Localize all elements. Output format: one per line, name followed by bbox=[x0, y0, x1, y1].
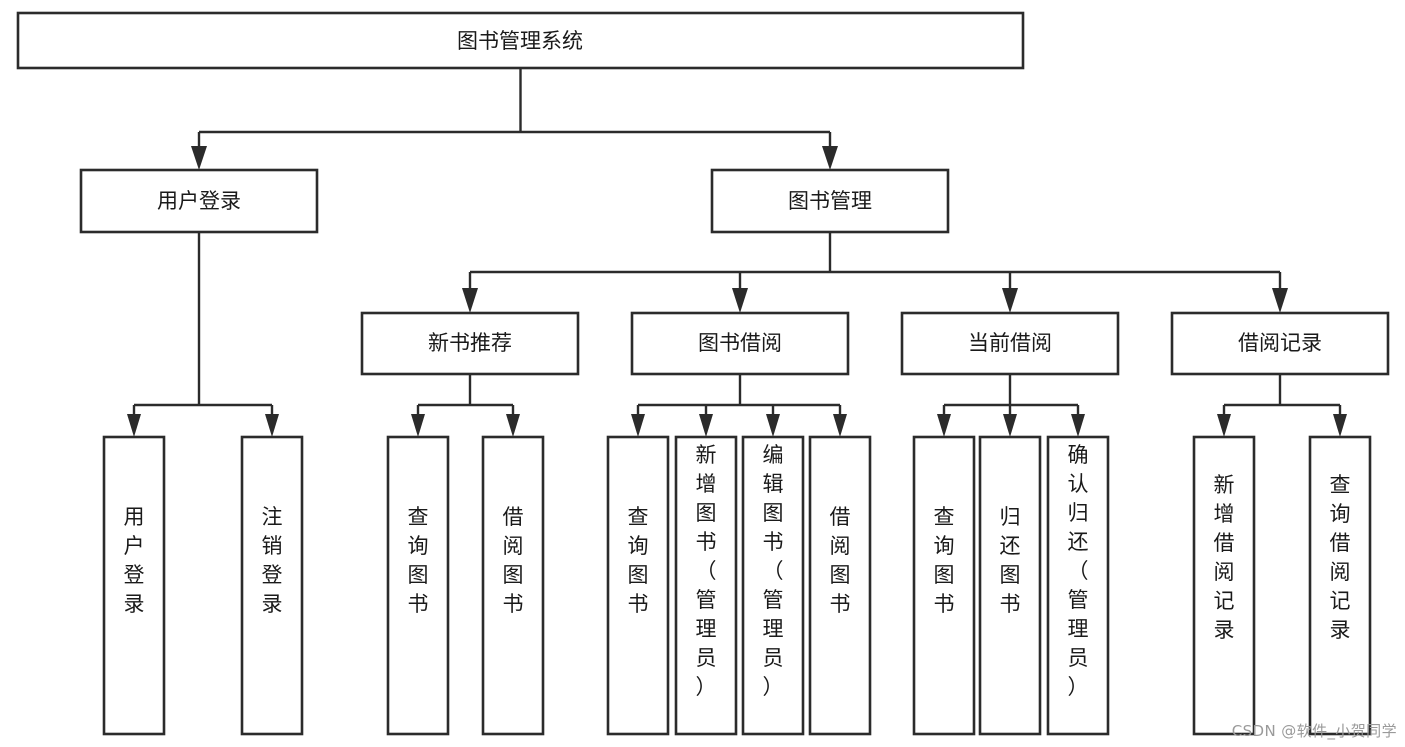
node-borrow-record[interactable]: 借阅记录 bbox=[1170, 311, 1390, 376]
arrow-head-leaf-borrow-book-1 bbox=[506, 414, 520, 437]
node-leaf-add-book[interactable]: 新增图书（管理员） bbox=[674, 435, 738, 736]
node-leaf-add-record-label: 新增借阅记录 bbox=[1214, 473, 1235, 642]
node-leaf-add-book-box[interactable] bbox=[674, 435, 738, 736]
connector-layer bbox=[127, 68, 1347, 437]
node-leaf-query-book-2-box[interactable] bbox=[606, 435, 670, 736]
arrow-head-leaf-confirm-return bbox=[1071, 414, 1085, 437]
node-root-box[interactable] bbox=[16, 11, 1025, 70]
arrow-head-leaf-return-book bbox=[1003, 414, 1017, 437]
node-borrow-record-box[interactable] bbox=[1170, 311, 1390, 376]
node-leaf-query-book-3-label: 查询图书 bbox=[934, 505, 955, 616]
node-leaf-query-book-3-box[interactable] bbox=[912, 435, 976, 736]
node-leaf-query-book-1-box[interactable] bbox=[386, 435, 450, 736]
arrow-head-leaf-borrow-book-2 bbox=[833, 414, 847, 437]
node-leaf-query-book-1-label: 查询图书 bbox=[408, 505, 429, 616]
node-leaf-edit-book-label: 编辑图书（管理员） bbox=[763, 443, 784, 699]
node-leaf-user-login-label: 用户登录 bbox=[124, 505, 145, 616]
node-leaf-query-record[interactable]: 查询借阅记录 bbox=[1308, 435, 1372, 736]
node-leaf-confirm-return-box[interactable] bbox=[1046, 435, 1110, 736]
node-leaf-borrow-book-1-box[interactable] bbox=[481, 435, 545, 736]
node-leaf-logout-box[interactable] bbox=[240, 435, 304, 736]
arrow-head-borrow-record bbox=[1272, 288, 1288, 313]
arrow-head-leaf-add-record bbox=[1217, 414, 1231, 437]
node-current-borrow[interactable]: 当前借阅 bbox=[900, 311, 1120, 376]
node-leaf-return-book-label: 归还图书 bbox=[1000, 505, 1021, 616]
node-user-login-label: 用户登录 bbox=[157, 189, 241, 213]
node-leaf-return-book-box[interactable] bbox=[978, 435, 1042, 736]
arrow-head-leaf-user-login bbox=[127, 414, 141, 437]
arrow-head-leaf-query-book-1 bbox=[411, 414, 425, 437]
node-leaf-edit-book-box[interactable] bbox=[741, 435, 805, 736]
node-leaf-add-book-label: 新增图书（管理员） bbox=[696, 443, 717, 699]
arrow-head-new-book-recommend bbox=[462, 288, 478, 313]
node-leaf-query-book-3[interactable]: 查询图书 bbox=[912, 435, 976, 736]
node-leaf-query-book-2[interactable]: 查询图书 bbox=[606, 435, 670, 736]
node-current-borrow-box[interactable] bbox=[900, 311, 1120, 376]
node-leaf-borrow-book-2-label: 借阅图书 bbox=[830, 505, 851, 616]
arrow-head-leaf-query-book-2 bbox=[631, 414, 645, 437]
node-book-management-label: 图书管理 bbox=[788, 189, 872, 213]
node-user-login[interactable]: 用户登录 bbox=[79, 168, 319, 234]
node-leaf-query-record-box[interactable] bbox=[1308, 435, 1372, 736]
node-leaf-add-record-box[interactable] bbox=[1192, 435, 1256, 736]
node-book-borrow-label: 图书借阅 bbox=[698, 331, 782, 355]
arrow-head-leaf-edit-book bbox=[766, 414, 780, 437]
node-current-borrow-label: 当前借阅 bbox=[968, 331, 1052, 355]
arrow-head-leaf-query-book-3 bbox=[937, 414, 951, 437]
arrow-head-book-management bbox=[822, 146, 838, 170]
node-leaf-borrow-book-2[interactable]: 借阅图书 bbox=[808, 435, 872, 736]
watermark-label: CSDN @软件_小贺同学 bbox=[1231, 722, 1397, 740]
node-user-login-box[interactable] bbox=[79, 168, 319, 234]
arrow-head-leaf-query-record bbox=[1333, 414, 1347, 437]
node-leaf-user-login[interactable]: 用户登录 bbox=[102, 435, 166, 736]
node-leaf-return-book[interactable]: 归还图书 bbox=[978, 435, 1042, 736]
node-leaf-borrow-book-2-box[interactable] bbox=[808, 435, 872, 736]
node-root[interactable]: 图书管理系统 bbox=[16, 11, 1025, 70]
node-borrow-record-label: 借阅记录 bbox=[1238, 331, 1322, 355]
arrow-head-leaf-add-book bbox=[699, 414, 713, 437]
node-new-book-recommend-box[interactable] bbox=[360, 311, 580, 376]
node-leaf-query-book-1[interactable]: 查询图书 bbox=[386, 435, 450, 736]
node-leaf-logout-label: 注销登录 bbox=[262, 505, 283, 616]
node-book-borrow[interactable]: 图书借阅 bbox=[630, 311, 850, 376]
node-leaf-confirm-return-label: 确认归还（管理员） bbox=[1068, 443, 1089, 699]
node-root-label: 图书管理系统 bbox=[457, 29, 583, 53]
node-leaf-borrow-book-1[interactable]: 借阅图书 bbox=[481, 435, 545, 736]
node-leaf-user-login-box[interactable] bbox=[102, 435, 166, 736]
node-book-borrow-box[interactable] bbox=[630, 311, 850, 376]
node-book-management-box[interactable] bbox=[710, 168, 950, 234]
node-leaf-confirm-return[interactable]: 确认归还（管理员） bbox=[1046, 435, 1110, 736]
arrow-head-book-borrow bbox=[732, 288, 748, 313]
arrow-head-leaf-logout bbox=[265, 414, 279, 437]
node-book-management[interactable]: 图书管理 bbox=[710, 168, 950, 234]
node-new-book-recommend-label: 新书推荐 bbox=[428, 331, 512, 355]
node-leaf-edit-book[interactable]: 编辑图书（管理员） bbox=[741, 435, 805, 736]
node-leaf-add-record[interactable]: 新增借阅记录 bbox=[1192, 435, 1256, 736]
node-leaf-query-book-2-label: 查询图书 bbox=[628, 505, 649, 616]
node-leaf-borrow-book-1-label: 借阅图书 bbox=[503, 505, 524, 616]
arrow-head-current-borrow bbox=[1002, 288, 1018, 313]
node-leaf-logout[interactable]: 注销登录 bbox=[240, 435, 304, 736]
arrow-head-user-login bbox=[191, 146, 207, 170]
node-new-book-recommend[interactable]: 新书推荐 bbox=[360, 311, 580, 376]
node-leaf-query-record-label: 查询借阅记录 bbox=[1330, 473, 1351, 642]
